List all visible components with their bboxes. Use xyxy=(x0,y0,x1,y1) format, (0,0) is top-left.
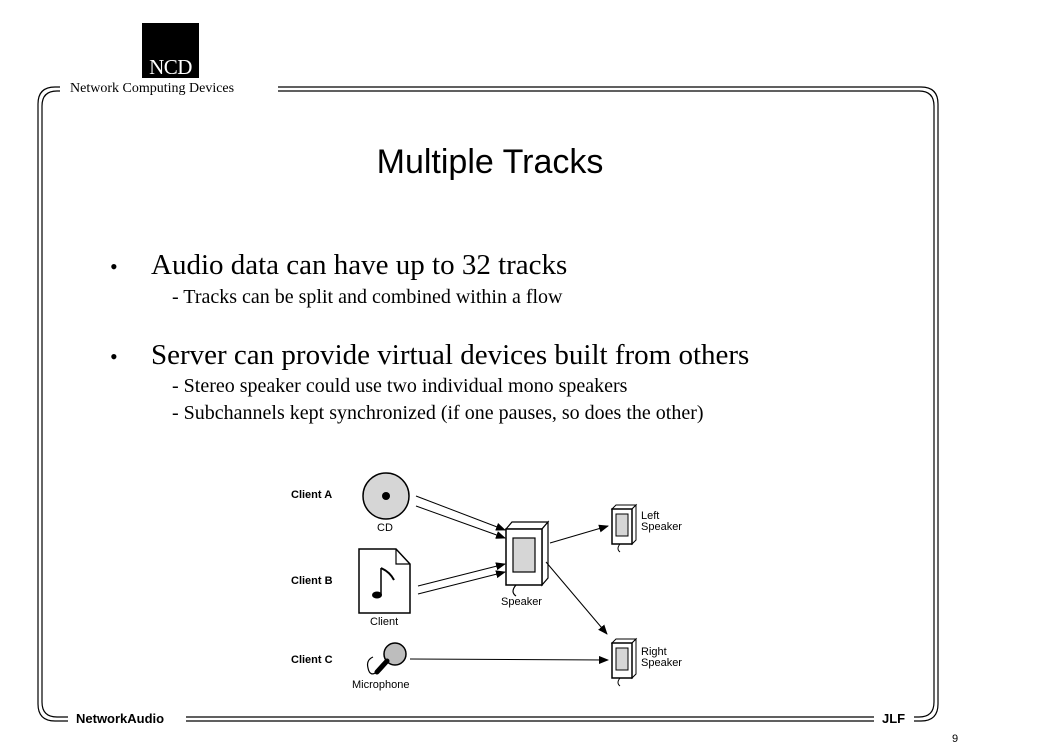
cd-icon xyxy=(362,472,410,520)
bullet-2-sub-2: - Subchannels kept synchronized (if one … xyxy=(172,402,704,424)
ncd-logo xyxy=(142,23,199,78)
microphone-label: Microphone xyxy=(352,679,410,691)
client-c-label: Client C xyxy=(291,654,333,666)
client-b-label: Client B xyxy=(291,575,333,587)
music-file-icon xyxy=(358,548,411,614)
left-speaker-label-2: Speaker xyxy=(641,521,682,533)
microphone-icon xyxy=(366,642,407,675)
client-a-label: Client A xyxy=(291,489,333,501)
bullet-1-text: Audio data can have up to 32 tracks xyxy=(151,249,568,281)
bullet-2-sub-1: - Stereo speaker could use two individua… xyxy=(172,375,628,397)
right-speaker-label-1: Right xyxy=(641,646,667,658)
footer-right-label: JLF xyxy=(878,711,910,727)
ncd-logo-text: NCD xyxy=(149,55,192,79)
footer-left-label: NetworkAudio xyxy=(72,711,169,727)
left-speaker-icon xyxy=(610,503,638,553)
bullet-1-sub-1: - Tracks can be split and combined withi… xyxy=(172,286,563,308)
slide-title: Multiple Tracks xyxy=(376,143,604,181)
bullet-marker: • xyxy=(110,344,118,369)
client-file-label: Client xyxy=(370,616,399,628)
bullet-marker: • xyxy=(110,254,118,279)
virtual-speaker-icon xyxy=(504,520,550,597)
right-speaker-label-2: Speaker xyxy=(641,657,682,669)
bullet-2-text: Server can provide virtual devices built… xyxy=(151,339,750,371)
left-speaker-label-1: Left xyxy=(641,510,660,522)
virtual-speaker-label: Speaker xyxy=(501,596,542,608)
right-speaker-icon xyxy=(610,637,638,687)
company-name: Network Computing Devices xyxy=(70,80,239,97)
page-number: 9 xyxy=(952,733,959,745)
flow-arrows xyxy=(409,495,609,664)
cd-label: CD xyxy=(377,522,393,534)
